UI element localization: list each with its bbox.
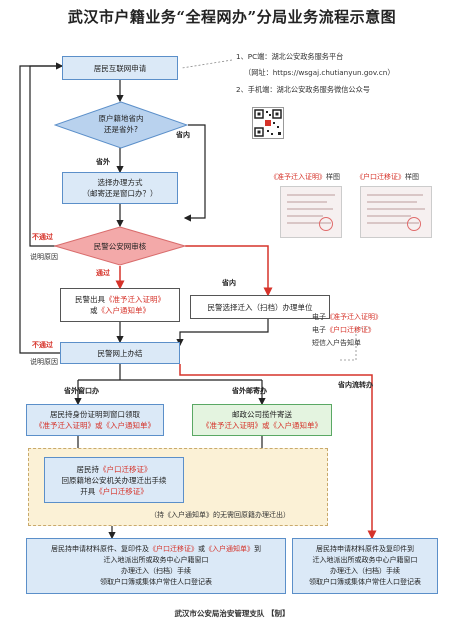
e-note-3: 短信入户告知单 xyxy=(312,339,361,347)
apply-label: 居民互联网申请 xyxy=(93,63,147,73)
label-not-passed-2: 不通过 xyxy=(32,341,53,349)
choose-unit-node: 民警选择迁入（扫档）办理单位 xyxy=(190,295,330,319)
choose-line-2: （邮寄还是窗口办？） xyxy=(82,189,158,198)
label-province-in: 省内 xyxy=(176,131,190,139)
qr-code-icon xyxy=(252,107,284,139)
final-left-line-3: 办理迁入（扫档）手续 xyxy=(121,567,191,575)
final-left-line-2: 迁入地派出所或政务中心户籍窗口 xyxy=(103,556,209,564)
apply-node: 居民互联网申请 xyxy=(62,56,178,80)
diagram-title: 武汉市户籍业务“全程网办”分局业务流程示意图 xyxy=(67,8,397,26)
sample-migration-card-image xyxy=(360,186,432,238)
issue-or: 或 xyxy=(90,306,98,315)
review-label: 民警公安网审核 xyxy=(93,242,147,251)
e-note-1: 电子《准予迁入证明》 xyxy=(312,312,382,322)
post-docs: 《准予迁入证明》或《入户通知单》 xyxy=(202,421,322,430)
hold-line-2: 回原籍地公安机关办理迁出手续 xyxy=(61,475,167,485)
post-delivery-node: 邮政公司揽件寄送 《准予迁入证明》或《入户通知单》 xyxy=(192,404,332,436)
issue-node: 民警出具《准予迁入证明》 或《入户通知单》 xyxy=(60,288,180,322)
label-not-passed-1: 不通过 xyxy=(32,233,53,241)
label-inside-transfer: 省内流转办 xyxy=(338,381,373,389)
sample-certificate-image xyxy=(280,186,342,238)
choose-method-node: 选择办理方式 （邮寄还是窗口办？） xyxy=(62,172,178,204)
window-pickup-node: 居民持身份证明到窗口领取 《准予迁入证明》或《入户通知单》 xyxy=(26,404,164,436)
hold-doc-2: 《户口迁移证》 xyxy=(95,486,148,496)
e-note-2-prefix: 电子 xyxy=(312,326,326,334)
window-line-1: 居民持身份证明到窗口领取 xyxy=(50,410,140,419)
info-mobile: 2、手机端：湖北公安政务服务微信公众号 xyxy=(236,85,370,94)
province-decision-text: 原户籍地省内 还是省外? xyxy=(54,113,188,135)
final-right-line-2: 迁入地派出所或政务中心户籍窗口 xyxy=(312,556,418,564)
final-left-to: 到 xyxy=(254,545,261,553)
sample-left-title: 《准予迁入证明》样图 xyxy=(270,172,340,182)
final-right-line-1: 居民持申请材料原件及复印件到 xyxy=(316,545,414,553)
online-submit-node: 民警网上办结 xyxy=(60,342,180,364)
choose-line-1: 选择办理方式 xyxy=(97,178,143,187)
e-note-1-doc: 《准予迁入证明》 xyxy=(326,313,382,321)
final-left-prefix: 居民持申请材料原件、复印件及 xyxy=(51,545,149,553)
hold-certificate-node: 居民持《户口迁移证》 回原籍地公安机关办理迁出手续 开具《户口迁移证》 xyxy=(44,457,184,503)
label-passed: 通过 xyxy=(96,269,110,277)
label-province-in-2: 省内 xyxy=(222,279,236,287)
sample-left-title-suffix: 样图 xyxy=(326,173,340,181)
hold-note: （持《入户通知单》的无需回原籍办理迁出） xyxy=(150,511,290,519)
info-url[interactable]: （网址：https://wsgaj.chutianyun.gov.cn） xyxy=(244,68,395,77)
final-left-doc-1: 《户口迁移证》 xyxy=(149,545,198,553)
final-left-doc-2: 《入户通知单》 xyxy=(205,545,254,553)
final-right-node: 居民持申请材料原件及复印件到 迁入地派出所或政务中心户籍窗口 办理迁入（扫档）手… xyxy=(292,538,438,594)
label-reason-1: 说明原因 xyxy=(30,253,58,261)
decision-line-1: 原户籍地省内 xyxy=(98,114,144,123)
decision-line-2: 还是省外? xyxy=(104,125,138,134)
post-line-1: 邮政公司揽件寄送 xyxy=(232,410,292,419)
issue-line-1: 民警出具 xyxy=(75,295,105,304)
hold-doc-1: 《户口迁移证》 xyxy=(99,464,152,474)
review-decision xyxy=(54,226,186,266)
window-docs: 《准予迁入证明》或《入户通知单》 xyxy=(35,421,155,430)
sample-right-title-doc: 《户口迁移证》 xyxy=(356,173,405,181)
final-left-node: 居民持申请材料原件、复印件及《户口迁移证》或《入户通知单》到 迁入地派出所或政务… xyxy=(26,538,286,594)
final-left-or: 或 xyxy=(198,545,205,553)
issue-doc-2: 《入户通知单》 xyxy=(97,306,151,315)
online-submit-label: 民警网上办结 xyxy=(97,348,143,358)
hold-issue: 开具 xyxy=(80,486,96,496)
sample-left-title-doc: 《准予迁入证明》 xyxy=(270,173,326,181)
e-note-1-prefix: 电子 xyxy=(312,313,326,321)
label-outside-window: 省外窗口办 xyxy=(64,387,99,395)
sample-right-title: 《户口迁移证》样图 xyxy=(356,172,419,182)
footer: 武汉市公安局治安管理支队 【制】 xyxy=(174,609,290,618)
info-pc: 1、PC端：湖北公安政务服务平台 xyxy=(236,52,344,61)
province-decision xyxy=(54,101,188,149)
issue-doc-1: 《准予迁入证明》 xyxy=(105,295,165,304)
e-note-2-doc: 《户口迁移证》 xyxy=(326,326,375,334)
label-province-out: 省外 xyxy=(96,158,110,166)
sample-right-title-suffix: 样图 xyxy=(405,173,419,181)
final-left-line-4: 领取户口簿或集体户常住人口登记表 xyxy=(100,578,212,586)
final-right-line-3: 办理迁入（扫档）手续 xyxy=(330,567,400,575)
e-note-2: 电子《户口迁移证》 xyxy=(312,325,375,335)
final-right-line-4: 领取户口簿或集体户常住人口登记表 xyxy=(309,578,421,586)
choose-unit-label: 民警选择迁入（扫档）办理单位 xyxy=(207,302,313,312)
hold-prefix: 居民持 xyxy=(76,464,100,474)
label-reason-2: 说明原因 xyxy=(30,358,58,366)
label-outside-post: 省外邮寄办 xyxy=(232,387,267,395)
